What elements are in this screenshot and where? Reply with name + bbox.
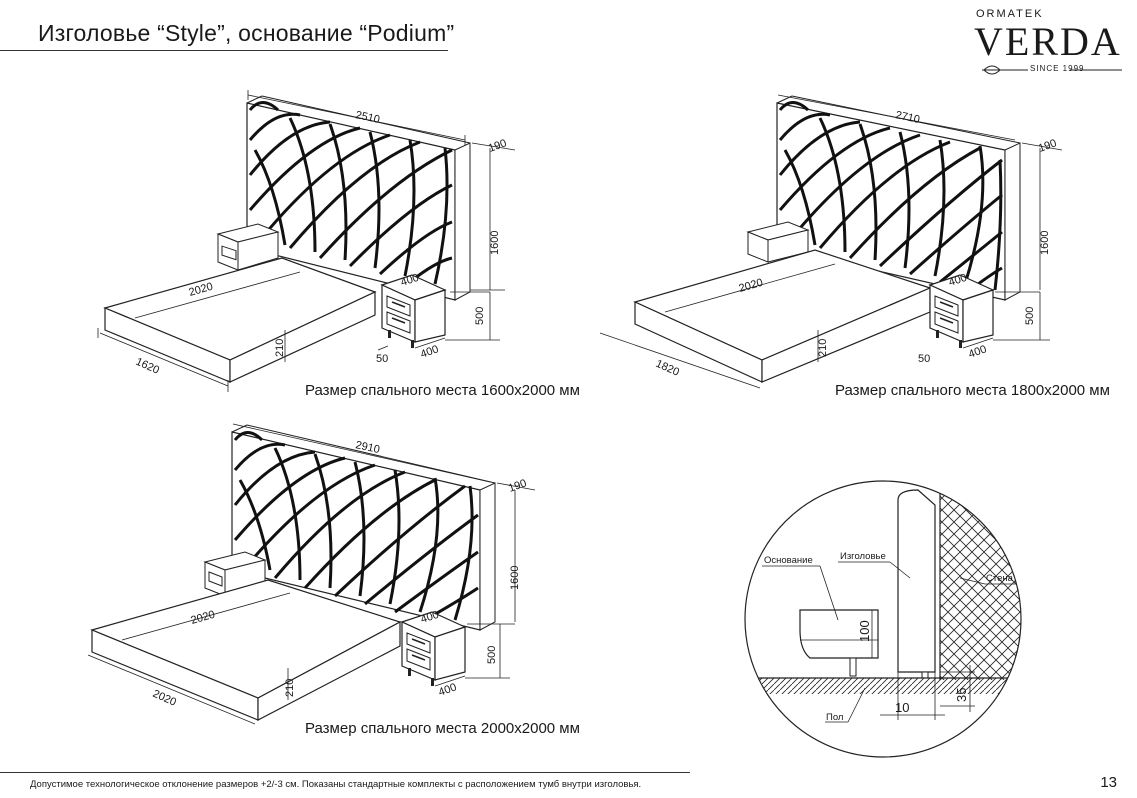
brand-logo: ORMATEK VERDA SINCE 1999 (970, 6, 1130, 86)
podium (90, 579, 402, 721)
dim-podium-height: 210 (284, 679, 296, 697)
dim-nightstand-height: 500 (1024, 307, 1036, 325)
dim-nightstand-height: 500 (486, 646, 498, 664)
dim-height: 1600 (509, 566, 521, 590)
label-headboard: Изголовье (840, 551, 886, 562)
podium (633, 249, 932, 383)
dim-leg-height: 35 (954, 688, 969, 702)
nightstand-right (400, 611, 467, 686)
dim-base-height: 100 (857, 620, 872, 642)
headboard (776, 95, 1021, 301)
dimension-lines (97, 90, 516, 392)
dim-nightstand-width: 400 (399, 272, 420, 289)
logo-top-text: ORMATEK (976, 8, 1044, 20)
bed-1600: 2510 190 1600 2020 1620 210 400 500 400 … (97, 90, 516, 392)
label-wall: Стена (986, 573, 1014, 584)
dim-height: 1600 (1039, 231, 1051, 255)
dim-depth: 190 (507, 477, 528, 495)
dim-podium-height: 210 (274, 339, 286, 357)
dimension-lines (599, 94, 1063, 389)
logo-main-text: VERDA (974, 19, 1122, 64)
bed-1800: 2710 190 1600 2020 1820 210 400 500 400 … (599, 94, 1063, 389)
logo-needle-icon (982, 65, 1122, 75)
dim-leg-gap: 50 (918, 353, 930, 365)
title-underline (0, 50, 448, 51)
dim-leg-gap: 50 (376, 353, 388, 365)
dim-headboard-width: 2910 (354, 439, 380, 456)
dim-nightstand-height: 500 (474, 307, 486, 325)
dim-headboard-width: 2710 (894, 109, 920, 126)
dim-nightstand-depth: 400 (437, 681, 458, 699)
label-floor: Пол (826, 712, 843, 723)
dim-height: 1600 (489, 231, 501, 255)
footer-rule (0, 772, 690, 773)
dim-headboard-width: 2510 (354, 109, 380, 126)
dim-nightstand-width: 400 (947, 272, 968, 289)
label-base: Основание (764, 555, 813, 566)
footer-note: Допустимое технологическое отклонение ра… (30, 779, 642, 790)
page-number: 13 (1100, 774, 1117, 791)
caption-bed-1800: Размер спального места 1800х2000 мм (835, 382, 1110, 399)
dim-podium-height: 210 (817, 339, 829, 357)
headboard (231, 424, 496, 631)
nightstand-left (746, 221, 810, 263)
dim-gap: 10 (895, 700, 909, 715)
caption-bed-2000: Размер спального места 2000х2000 мм (305, 720, 580, 737)
podium (103, 257, 377, 383)
headboard (246, 95, 471, 301)
page-title: Изголовье “Style”, основание “Podium” (38, 20, 455, 46)
dim-depth: 190 (487, 137, 508, 155)
dim-nightstand-depth: 400 (419, 343, 440, 361)
dim-nightstand-depth: 400 (967, 343, 988, 361)
dim-depth: 190 (1037, 137, 1058, 155)
caption-bed-1600: Размер спального места 1600х2000 мм (305, 382, 580, 399)
dim-bed-width: 1820 (654, 358, 681, 379)
nightstand-right (928, 274, 995, 348)
logo-since-text: SINCE 1999 (1030, 64, 1085, 73)
dim-nightstand-width: 400 (419, 609, 440, 626)
bed-2000: 2910 190 1600 2020 2020 210 400 500 400 (87, 423, 536, 725)
dimension-lines (87, 423, 536, 725)
dim-bed-width: 1620 (134, 356, 161, 377)
detail-section: Основание Изголовье Стена Пол 100 10 35 (744, 480, 1022, 758)
nightstand-right (380, 274, 447, 348)
